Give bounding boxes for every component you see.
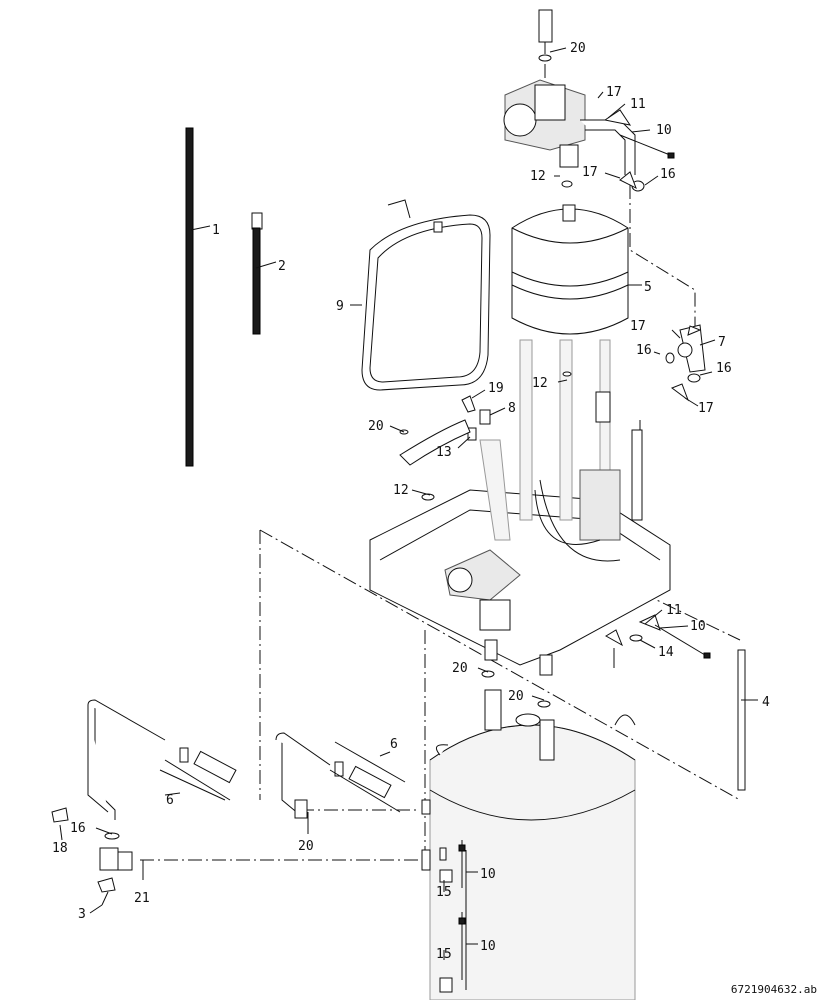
hydraulic-module <box>369 339 671 676</box>
callout-label: 20 <box>298 839 314 854</box>
sensor-assemblies <box>439 840 466 993</box>
callouts: 1 2 3 4 5 6 6 7 8 9 10 10 10 10 11 11 12… <box>52 41 770 990</box>
pipe-group-right <box>275 732 401 819</box>
callout-label: 6 <box>166 793 174 808</box>
callout-label: 4 <box>762 695 770 710</box>
callout-label: 14 <box>658 645 674 660</box>
callout-label: 11 <box>666 603 682 618</box>
part-1-tube <box>185 127 194 467</box>
callout-label: 11 <box>630 97 646 112</box>
callout-label: 17 <box>698 401 714 416</box>
callout-label: 10 <box>690 619 706 634</box>
callout-label: 20 <box>508 689 524 704</box>
callout-label: 7 <box>718 335 726 350</box>
callout-label: 17 <box>630 319 646 334</box>
callout-label: 5 <box>644 280 652 295</box>
small-fittings <box>399 171 711 708</box>
callout-label: 16 <box>660 167 676 182</box>
callout-label: 3 <box>78 907 86 922</box>
callout-label: 16 <box>70 821 86 836</box>
figure-id: 6721904632.ab <box>730 983 817 996</box>
callout-label: 18 <box>52 841 68 856</box>
callout-label: 2 <box>278 259 286 274</box>
callout-label: 17 <box>582 165 598 180</box>
callout-label: 21 <box>134 891 150 906</box>
callout-label: 10 <box>656 123 672 138</box>
part-9-expansion-vessel <box>361 199 491 435</box>
top-pump-assembly <box>503 9 675 175</box>
callout-label: 15 <box>436 885 452 900</box>
callout-label: 13 <box>436 445 452 460</box>
callout-label: 8 <box>508 401 516 416</box>
callout-label: 20 <box>570 41 586 56</box>
callout-label: 16 <box>716 361 732 376</box>
callout-label: 10 <box>480 939 496 954</box>
callout-label: 20 <box>368 419 384 434</box>
callout-label: 10 <box>480 867 496 882</box>
callout-label: 15 <box>436 947 452 962</box>
callout-label: 12 <box>530 169 546 184</box>
part-2-tube <box>251 212 263 335</box>
part-5-cylinder-vessel <box>511 204 629 335</box>
callout-label: 6 <box>390 737 398 752</box>
pipe-group-left <box>51 699 237 906</box>
callout-label: 1 <box>212 223 220 238</box>
callout-label: 17 <box>606 85 622 100</box>
callout-label: 16 <box>636 343 652 358</box>
callout-label: 12 <box>532 376 548 391</box>
storage-tank <box>421 689 636 1001</box>
callout-label: 12 <box>393 483 409 498</box>
part-4-rod <box>737 649 746 791</box>
callout-label: 9 <box>336 299 344 314</box>
callout-label: 20 <box>452 661 468 676</box>
callout-label: 19 <box>488 381 504 396</box>
